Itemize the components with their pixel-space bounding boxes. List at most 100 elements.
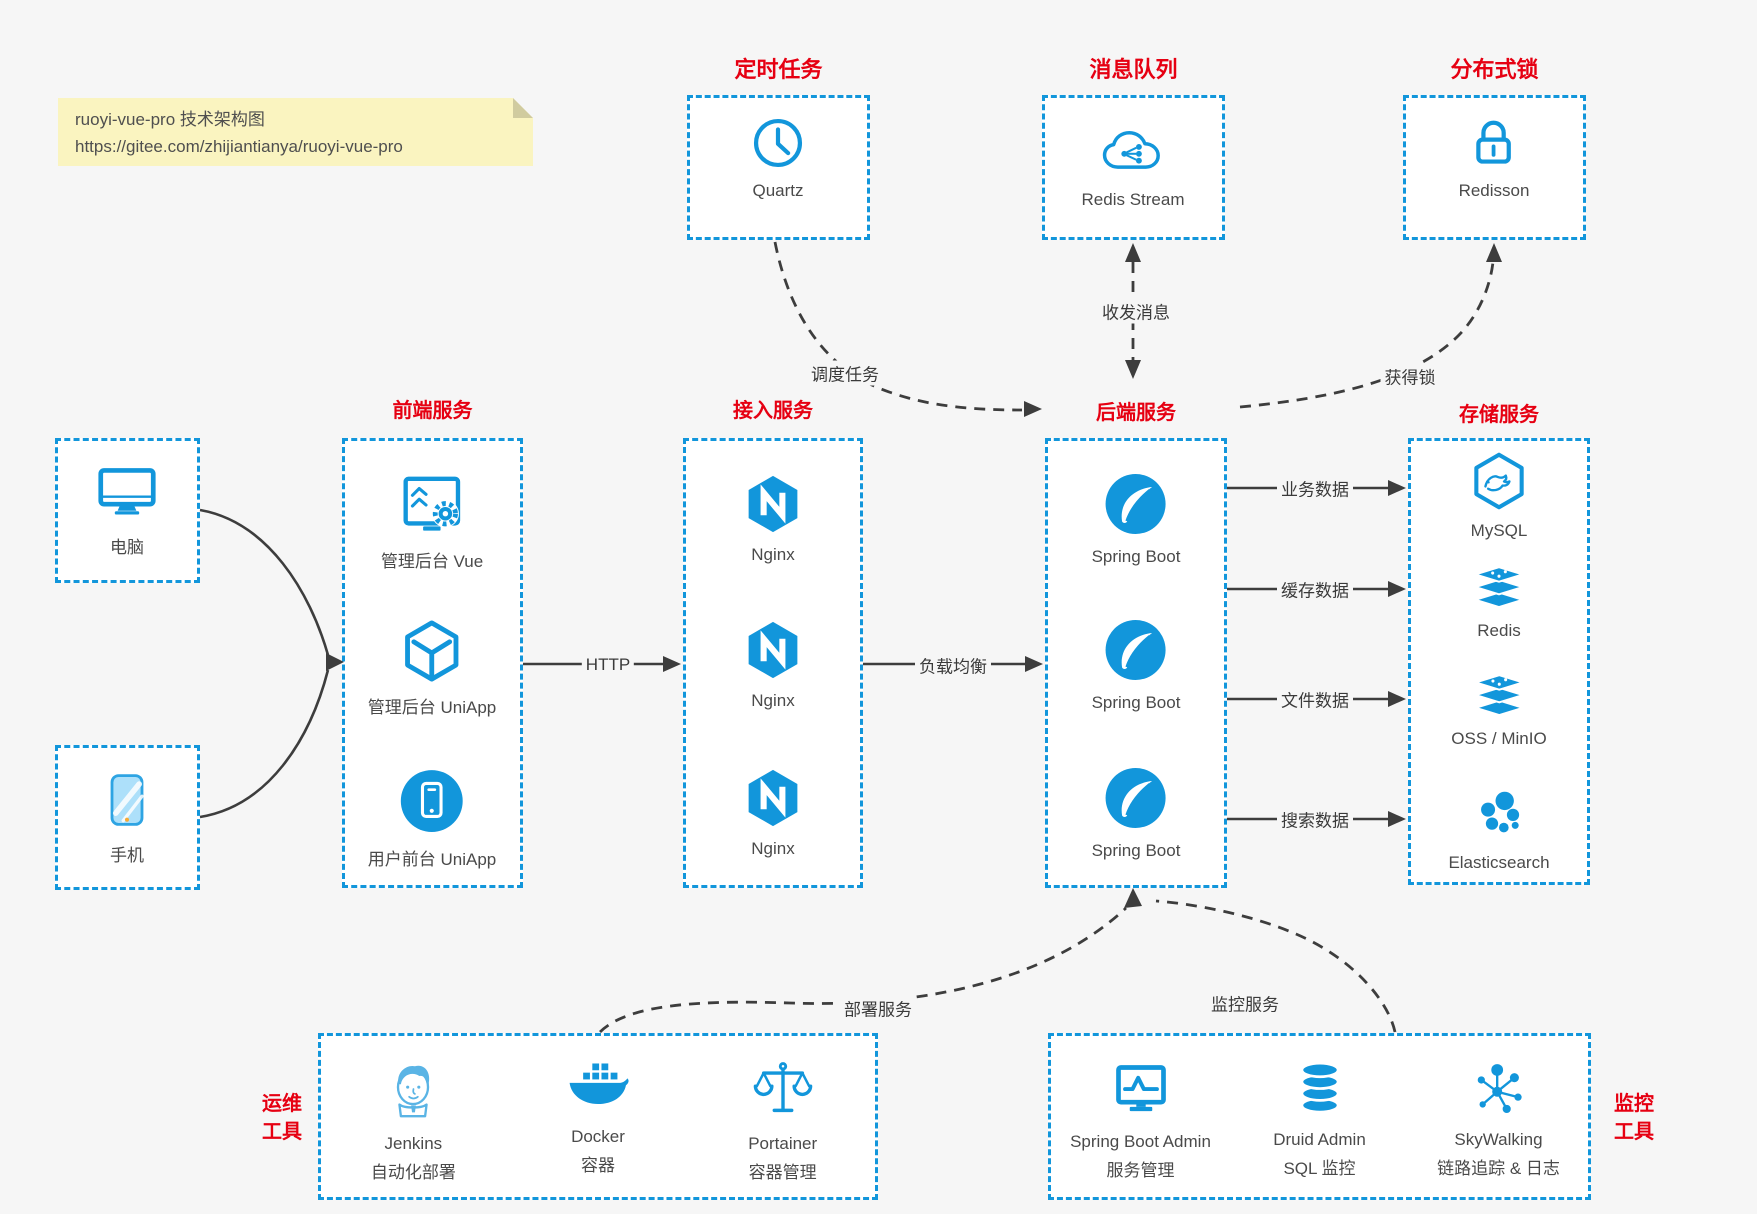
tool-label: Portainer	[748, 1134, 818, 1153]
tool-label: Docker	[571, 1127, 625, 1146]
edge-label-cache-data: 缓存数据	[1277, 576, 1353, 602]
arrowhead-http	[663, 656, 681, 672]
spring-boot-icon	[1106, 768, 1166, 828]
storage-box	[1408, 438, 1590, 885]
storage-item-redis: Redis	[1470, 566, 1528, 641]
node-label: Nginx	[751, 691, 795, 710]
title-message-queue: 消息队列	[1089, 57, 1178, 82]
title-ops-line1: 运维	[262, 1093, 302, 1115]
gateway-item-nginx-3: Nginx	[743, 768, 803, 859]
node-label: Redisson	[1458, 181, 1530, 200]
computer-node: 电脑	[97, 462, 157, 558]
monitor-item-druid: Druid Admin SQL 监控	[1230, 1060, 1409, 1181]
tool-label: Druid Admin	[1273, 1130, 1366, 1149]
title-monitor-line2: 工具	[1614, 1121, 1654, 1143]
edge-label-business-data: 业务数据	[1277, 475, 1353, 501]
tool-sublabel: 容器	[581, 1156, 615, 1175]
tool-sublabel: 服务管理	[1106, 1161, 1175, 1180]
computer-box	[55, 438, 200, 583]
tool-sublabel: 自动化部署	[370, 1163, 456, 1182]
user-app-icon	[401, 770, 463, 832]
frontend-item-admin-vue: 管理后台 Vue	[381, 474, 483, 572]
arrowhead-lock	[1486, 243, 1502, 262]
ops-item-docker: Docker 容器	[506, 1060, 691, 1178]
backend-item-spring-2: Spring Boot	[1092, 618, 1180, 713]
tool-sublabel: 容器管理	[748, 1163, 817, 1182]
title-scheduled-tasks: 定时任务	[734, 57, 823, 82]
arrowhead-schedule	[1024, 401, 1042, 417]
note-url: https://gitee.com/zhijiantianya/ruoyi-vu…	[75, 137, 403, 156]
arrowhead-cache-data	[1388, 581, 1406, 597]
edge-phone-frontend	[199, 669, 330, 819]
tool-sublabel: 链路追踪 & 日志	[1437, 1159, 1560, 1178]
frontend-item-admin-uniapp: 管理后台 UniApp	[368, 620, 496, 718]
edge-label-file-data: 文件数据	[1277, 686, 1353, 712]
elasticsearch-icon	[1480, 791, 1519, 833]
monitor-tools-box: Spring Boot Admin 服务管理 Druid Admin SQL 监…	[1048, 1033, 1591, 1200]
oss-minio-icon	[1474, 674, 1524, 717]
spring-boot-icon	[1106, 620, 1166, 680]
arrowhead-load-balance	[1025, 656, 1043, 672]
title-backend: 后端服务	[1096, 402, 1176, 424]
title-monitor-tools: 监控 工具	[1602, 1090, 1666, 1146]
redis-stream-node: Redis Stream	[1081, 124, 1185, 210]
cloud-queue-icon	[1103, 130, 1161, 169]
node-label: MySQL	[1470, 521, 1528, 540]
backend-item-spring-1: Spring Boot	[1091, 472, 1181, 567]
node-label: OSS / MinIO	[1451, 729, 1547, 748]
edge-computer-frontend	[199, 508, 330, 656]
arrowhead-message-down	[1125, 360, 1141, 379]
node-label: 电脑	[110, 538, 144, 557]
storage-item-elasticsearch: Elasticsearch	[1448, 786, 1550, 873]
edge-label-load-balance: 负载均衡	[915, 652, 991, 678]
tool-sublabel: SQL 监控	[1283, 1159, 1356, 1178]
arrowhead-search-data	[1388, 811, 1406, 827]
redis-icon	[1474, 566, 1524, 609]
title-ops-tools: 运维 工具	[250, 1090, 314, 1146]
tool-label: SkyWalking	[1454, 1130, 1543, 1149]
node-label: Redis Stream	[1081, 190, 1185, 209]
node-label: Elasticsearch	[1448, 853, 1550, 872]
nginx-icon	[748, 621, 798, 679]
node-label: 用户前台 UniApp	[367, 850, 497, 869]
title-storage: 存储服务	[1459, 404, 1539, 426]
computer-icon	[98, 468, 156, 515]
node-label: 手机	[110, 846, 144, 865]
node-label: 管理后台 Vue	[380, 552, 484, 571]
backend-item-spring-3: Spring Boot	[1091, 766, 1181, 861]
edge-label-monitoring: 监控服务	[1207, 990, 1283, 1016]
edge-label-http: HTTP	[581, 655, 635, 675]
frontend-item-user-uniapp: 用户前台 UniApp	[368, 768, 496, 870]
edge-label-message: 收发消息	[1098, 298, 1174, 324]
note: ruoyi-vue-pro 技术架构图 https://gitee.com/zh…	[58, 98, 533, 166]
uniapp-icon	[405, 620, 459, 682]
title-distributed-lock: 分布式锁	[1450, 57, 1539, 82]
node-label: Nginx	[751, 545, 795, 564]
ops-tools-box: Jenkins 自动化部署 Docker 容器	[318, 1033, 878, 1200]
portainer-icon	[753, 1062, 812, 1113]
druid-icon	[1300, 1061, 1339, 1114]
redisson-node: Redisson	[1458, 116, 1530, 201]
clock-icon	[753, 118, 803, 168]
skywalking-icon	[1477, 1064, 1522, 1114]
title-frontend: 前端服务	[392, 400, 473, 422]
admin-vue-icon	[403, 476, 461, 531]
node-label: 管理后台 UniApp	[367, 698, 497, 717]
node-label: Nginx	[751, 839, 795, 858]
docker-icon	[569, 1062, 629, 1104]
lock-box	[1403, 95, 1586, 240]
node-label: Spring Boot	[1091, 547, 1181, 566]
arrowhead-deploy	[1124, 888, 1142, 908]
node-label: Spring Boot	[1091, 841, 1181, 860]
edge-label-deploy: 部署服务	[840, 995, 916, 1021]
ops-item-portainer: Portainer 容器管理	[690, 1060, 875, 1185]
jenkins-icon	[397, 1065, 430, 1118]
storage-item-oss-minio: OSS / MinIO	[1451, 674, 1547, 749]
arrowhead-business-data	[1388, 480, 1406, 496]
tool-label: Spring Boot Admin	[1070, 1132, 1211, 1151]
edge-label-search-data: 搜索数据	[1277, 806, 1353, 832]
tool-label: Jenkins	[384, 1134, 443, 1153]
note-title: ruoyi-vue-pro 技术架构图	[75, 110, 265, 129]
gateway-item-nginx-1: Nginx	[743, 474, 803, 565]
quartz-node: Quartz	[751, 116, 805, 201]
